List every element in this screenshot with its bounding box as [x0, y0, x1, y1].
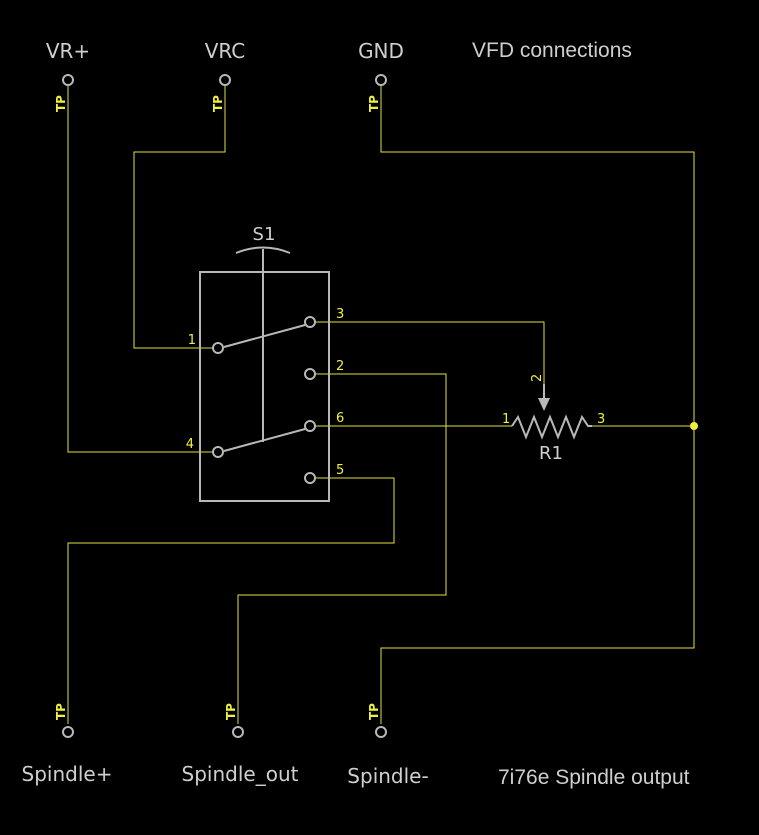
resistor-zigzag	[511, 414, 592, 440]
potentiometer-pin-2-label: 2	[530, 374, 545, 382]
switch-contact-5	[304, 472, 316, 484]
switch-pin-3-label: 3	[336, 307, 344, 322]
potentiometer-pin-3-label: 3	[597, 412, 605, 427]
test-point-pad	[62, 726, 74, 738]
switch-s1: S1 1 2 3 4 5 6	[186, 224, 344, 502]
test-point-spindle-plus: TP	[54, 703, 74, 738]
test-point-spindle-minus: TP	[367, 703, 387, 738]
test-point-label: TP	[54, 703, 68, 720]
wire-vrc-to-s1-pin1	[133, 86, 226, 349]
net-label-vr-plus: VR+	[46, 39, 90, 63]
switch-pin-5-label: 5	[336, 463, 344, 478]
switch-pin-4-label: 4	[186, 437, 194, 452]
wire-vrplus-to-s1-pin4	[67, 86, 218, 453]
test-point-pad	[375, 74, 387, 86]
switch-contact-2	[304, 368, 316, 380]
test-point-pad	[62, 74, 74, 86]
potentiometer-r1: R1 1 2 3	[502, 374, 605, 464]
wires	[67, 86, 695, 724]
switch-lever-upper	[223, 324, 306, 348]
test-point-gnd: TP	[367, 74, 387, 112]
wire-s1-pin3-to-r1-wiper	[310, 321, 545, 384]
switch-ref-label: S1	[253, 224, 276, 245]
switch-pin-2-label: 2	[336, 359, 344, 374]
wire-node-to-spindle-minus	[380, 426, 695, 724]
test-point-pad	[375, 726, 387, 738]
test-point-pad	[232, 726, 244, 738]
switch-contact-1	[212, 342, 224, 354]
test-point-label: TP	[367, 703, 381, 720]
net-label-spindle-out: Spindle_out	[182, 762, 299, 786]
test-point-pad	[219, 74, 231, 86]
test-point-vr-plus: TP	[54, 74, 74, 112]
wire-s1-pin2-to-spindle-out	[237, 373, 447, 724]
junction-dot	[690, 422, 698, 430]
group-title-vfd-connections: VFD connections	[472, 39, 632, 62]
test-point-spindle-out: TP	[224, 703, 244, 738]
test-point-vrc: TP	[211, 74, 231, 112]
test-point-label: TP	[211, 95, 225, 112]
test-point-label: TP	[224, 703, 238, 720]
potentiometer-ref-label: R1	[539, 443, 563, 464]
test-point-label: TP	[367, 95, 381, 112]
net-label-gnd: GND	[358, 39, 404, 63]
switch-contact-6	[304, 420, 316, 432]
switch-pin-6-label: 6	[336, 411, 344, 426]
switch-pin-1-label: 1	[188, 333, 196, 348]
net-label-vrc: VRC	[205, 39, 246, 63]
potentiometer-pin-1-label: 1	[502, 412, 510, 427]
group-title-7i76e-spindle-output: 7i76e Spindle output	[498, 766, 690, 789]
test-point-label: TP	[54, 95, 68, 112]
switch-body	[199, 271, 330, 502]
wire-s1-pin5-to-spindle-plus	[67, 477, 395, 724]
net-label-spindle-minus: Spindle-	[347, 764, 428, 788]
switch-contact-3	[304, 316, 316, 328]
switch-contact-4	[212, 446, 224, 458]
switch-actuator-arc	[235, 246, 291, 254]
wiper-arrow	[538, 398, 550, 411]
switch-lever-lower	[223, 428, 306, 452]
wire-gnd-to-node	[380, 86, 695, 426]
net-label-spindle-plus: Spindle+	[22, 762, 113, 786]
